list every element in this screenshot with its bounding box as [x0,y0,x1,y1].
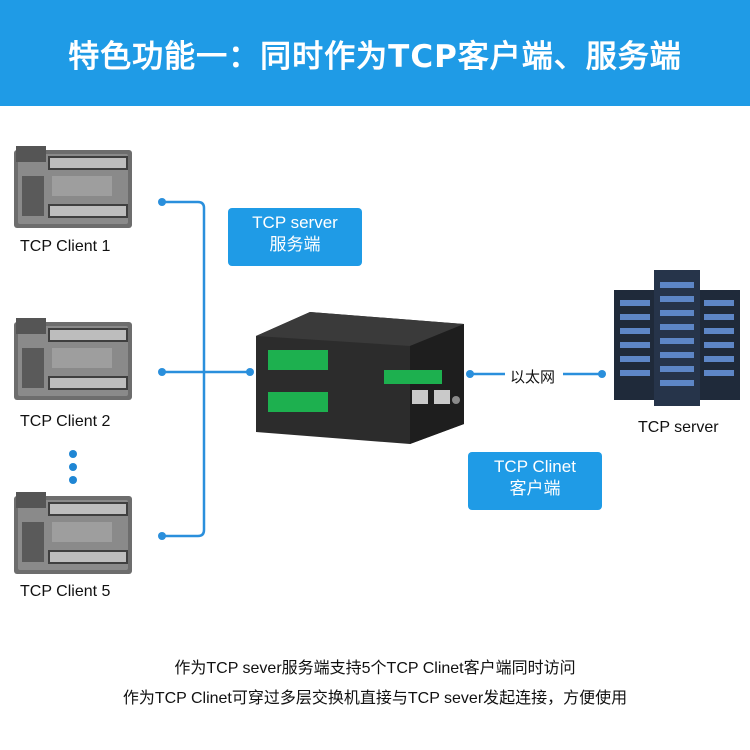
caption-line-1: 作为TCP sever服务端支持5个TCP Clinet客户端同时访问 [174,660,576,677]
caption: 作为TCP sever服务端支持5个TCP Clinet客户端同时访问 作为TC… [0,654,750,714]
endpoint-dot [158,368,166,376]
client-label: TCP Client 1 [20,238,111,255]
network-diagram: TCP Client 1 TCP Client 2 TCP Client 5 T… [0,106,750,750]
client-bracket-line [162,200,206,538]
io-device-icon [256,312,464,444]
plc-client-icon [14,318,132,400]
client-label: TCP Client 5 [20,583,111,600]
caption-line-2: 作为TCP Clinet可穿过多层交换机直接与TCP sever发起连接，方便使… [122,690,628,707]
page-title: 特色功能一：同时作为TCP客户端、服务端 [68,38,682,75]
endpoint-dot [246,368,254,376]
server-role-line2: 服务端 [269,235,321,254]
header-banner: 特色功能一：同时作为TCP客户端、服务端 [0,0,750,106]
client-label: TCP Client 2 [20,413,111,430]
server-role-line1: TCP server [252,213,338,232]
client-role-line1: TCP Clinet [494,457,576,476]
ethernet-label: 以太网 [508,366,558,387]
endpoint-dot [466,370,474,378]
plc-client-icon [14,492,132,574]
client-role-box: TCP Clinet 客户端 [468,452,602,510]
plc-client-icon [14,146,132,228]
endpoint-dot [598,370,606,378]
client-role-line2: 客户端 [509,479,561,498]
connection-lines [158,198,606,540]
endpoint-dot [158,198,166,206]
more-clients-ellipsis [68,450,78,490]
endpoint-dot [158,532,166,540]
server-icon [614,270,740,406]
server-role-box: TCP server 服务端 [228,208,362,266]
server-label: TCP server [638,419,719,436]
